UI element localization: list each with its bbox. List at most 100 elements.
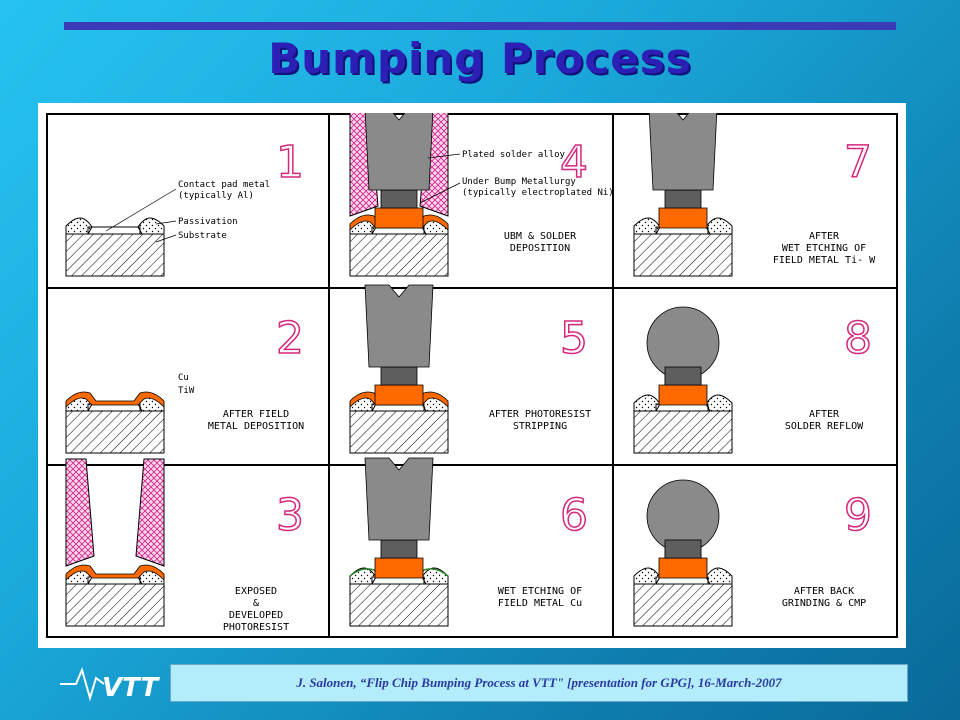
- passivation-right: [421, 567, 449, 585]
- step-caption: FIELD METAL Cu: [498, 598, 582, 609]
- leader-line: [419, 182, 461, 204]
- leader-line: [155, 220, 177, 225]
- bump-copper: [374, 557, 424, 579]
- photoresist-right: [135, 458, 165, 567]
- label-contact-pad-sub: (typically Al): [178, 191, 254, 201]
- photoresist-left: [65, 458, 95, 567]
- substrate: [633, 233, 733, 277]
- field-metal: [65, 391, 165, 408]
- ubm-layer: [380, 539, 418, 559]
- label-contact-pad: Contact pad metal: [178, 180, 270, 190]
- contact-pad: [87, 226, 141, 235]
- title-bar: [64, 22, 896, 30]
- footer-citation: J. Salonen, “Flip Chip Bumping Process a…: [296, 675, 782, 690]
- step-caption: EXPOSED: [235, 586, 277, 597]
- bump-copper: [658, 557, 708, 579]
- ubm-layer: [380, 189, 418, 209]
- step-number: 5: [560, 313, 588, 364]
- diagram-panel: [38, 103, 906, 648]
- grid-frame: [46, 113, 898, 638]
- substrate: [633, 583, 733, 627]
- step-caption: SOLDER REFLOW: [785, 421, 864, 432]
- step-caption: AFTER FIELD: [223, 409, 289, 420]
- label-ubm-sub: (typically electroplated Ni): [462, 188, 614, 198]
- ubm-layer-reflow: [664, 366, 702, 386]
- step-caption: AFTER PHOTORESIST: [489, 409, 591, 420]
- step-caption: PHOTORESIST: [223, 622, 289, 633]
- leader-line: [427, 153, 461, 159]
- step-caption: METAL DEPOSITION: [208, 421, 304, 432]
- step-number: 4: [560, 137, 588, 188]
- grid-border: [46, 113, 898, 638]
- wave-icon: [60, 667, 105, 702]
- step-number: 7: [844, 137, 872, 188]
- step-caption: &: [253, 598, 259, 609]
- leader-line: [155, 234, 177, 243]
- footer: J. Salonen, “Flip Chip Bumping Process a…: [170, 664, 908, 702]
- passivation-left: [65, 217, 93, 235]
- step-caption: DEPOSITION: [510, 243, 570, 254]
- ubm-layer: [380, 366, 418, 386]
- label-cu: Cu: [178, 373, 189, 383]
- bump-copper: [374, 384, 424, 406]
- step-number: 3: [276, 490, 304, 541]
- bump-copper: [658, 384, 708, 406]
- passivation-left: [349, 567, 377, 585]
- label-tiw: TiW: [178, 386, 195, 396]
- step-caption: WET ETCHING OF: [782, 243, 866, 254]
- passivation-left: [633, 394, 661, 412]
- solder-bump: [648, 113, 718, 191]
- step-caption: AFTER BACK: [794, 586, 854, 597]
- step-number: 8: [844, 313, 872, 364]
- step-number: 1: [276, 137, 304, 188]
- substrate: [633, 410, 733, 454]
- label-passivation: Passivation: [178, 217, 238, 227]
- leader-line: [105, 188, 177, 232]
- step-number: 2: [276, 313, 304, 364]
- step-number: 6: [560, 490, 588, 541]
- step-caption: STRIPPING: [513, 421, 567, 432]
- label-substrate: Substrate: [178, 231, 227, 241]
- substrate: [65, 233, 165, 277]
- step-caption: FIELD METAL Ti- W: [773, 255, 876, 266]
- substrate: [349, 233, 449, 277]
- substrate: [349, 583, 449, 627]
- field-metal: [349, 391, 449, 408]
- passivation-left: [633, 217, 661, 235]
- field-metal: [349, 214, 449, 231]
- page-title: Bumping Process: [268, 34, 692, 83]
- step-caption: UBM & SOLDER: [504, 231, 577, 242]
- solder-bump: [364, 457, 434, 541]
- step-number: 9: [844, 490, 872, 541]
- logo-text: VTT: [102, 673, 160, 703]
- passivation-right: [705, 394, 733, 412]
- step-caption: DEVELOPED: [229, 610, 283, 621]
- step-caption: WET ETCHING OF: [498, 586, 582, 597]
- substrate: [349, 410, 449, 454]
- step-caption: AFTER: [809, 231, 840, 242]
- ubm-layer-reflow: [664, 539, 702, 559]
- substrate: [65, 410, 165, 454]
- passivation-right: [137, 217, 165, 235]
- bump-copper: [658, 207, 708, 229]
- bump-copper: [374, 207, 424, 229]
- label-ubm: Under Bump Metallurgy: [462, 177, 576, 187]
- passivation-right: [705, 567, 733, 585]
- substrate: [65, 583, 165, 627]
- field-metal: [65, 564, 165, 581]
- step-caption: GRINDING & CMP: [782, 598, 866, 609]
- ubm-layer: [664, 189, 702, 209]
- passivation-left: [633, 567, 661, 585]
- solder-bump: [364, 284, 434, 368]
- step-caption: AFTER: [809, 409, 840, 420]
